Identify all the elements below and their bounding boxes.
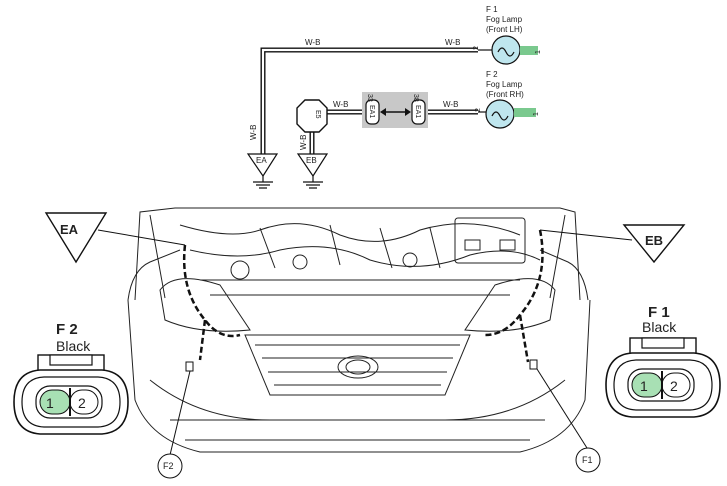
connector-38: [411, 99, 426, 125]
ea-locator: [44, 212, 186, 264]
wire-label-3: W-B: [333, 100, 348, 109]
connector-33: [365, 99, 380, 125]
fog-lamp-f1: [478, 35, 538, 65]
callout-f2: [157, 370, 191, 479]
ea-locator-label: EA: [60, 222, 79, 237]
f1-pin-1: 1: [535, 50, 542, 54]
right-connector-color: Black: [642, 319, 677, 335]
wire-label-5: W-B: [249, 125, 258, 140]
eb-locator-label: EB: [645, 233, 663, 248]
wiring-schematic: [246, 35, 538, 189]
fog-lamp-f2: [478, 99, 536, 129]
junction-e5-label: E5: [314, 110, 321, 119]
right-connector-pin2: 2: [670, 378, 678, 394]
f1-location-marker: [529, 359, 538, 370]
callout-f1: [536, 368, 601, 473]
junction-e5: [296, 99, 328, 133]
left-connector-face: [13, 354, 129, 435]
f2-pin-2: 2: [475, 108, 482, 112]
wire-label-4: W-B: [443, 100, 458, 109]
callout-f1-label: F1: [582, 455, 593, 465]
wire-label-6: W-B: [299, 135, 308, 150]
left-connector-pin1: 1: [46, 395, 54, 411]
connector-38-num: 38: [412, 94, 419, 102]
ground-eb-symbol: [296, 153, 329, 189]
f2-name: Fog Lamp: [486, 80, 523, 89]
f2-position: (Front RH): [486, 90, 524, 99]
callout-f2-label: F2: [163, 461, 174, 471]
ground-eb-label: EB: [306, 156, 317, 165]
connector-33-id: EA1: [368, 105, 375, 118]
left-connector-pin2: 2: [78, 395, 86, 411]
f1-position: (Front LH): [486, 25, 523, 34]
f1-pin-2: 2: [473, 46, 480, 50]
vehicle-front-view: [127, 207, 591, 453]
ground-ea-label: EA: [256, 156, 267, 165]
f2-id: F 2: [486, 70, 498, 79]
f1-id: F 1: [486, 5, 498, 14]
connector-33-num: 33: [366, 94, 373, 102]
left-connector-color: Black: [56, 338, 91, 354]
wire-label-2: W-B: [445, 38, 460, 47]
connector-38-id: EA1: [414, 105, 421, 118]
f2-location-marker: [185, 361, 194, 372]
right-connector-id: F 1: [648, 304, 670, 321]
f1-name: Fog Lamp: [486, 15, 523, 24]
ground-ea-symbol: [246, 153, 279, 189]
wire-harness-route: [182, 229, 544, 363]
right-connector-pin1: 1: [640, 378, 648, 394]
f2-pin-1: 1: [533, 112, 540, 116]
eb-locator: [539, 224, 686, 264]
right-connector-face: [605, 337, 721, 418]
left-connector-id: F 2: [56, 321, 78, 338]
wire-label-1: W-B: [305, 38, 320, 47]
